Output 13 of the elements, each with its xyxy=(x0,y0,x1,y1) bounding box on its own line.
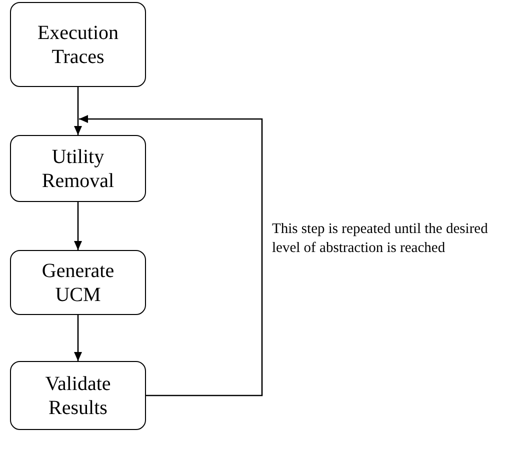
process-box xyxy=(10,135,146,202)
step-label: Generate UCM xyxy=(40,258,116,306)
step-label: Validate Results xyxy=(44,372,112,420)
arrow xyxy=(74,202,82,250)
arrow xyxy=(79,115,263,396)
step-label: Execution Traces xyxy=(36,20,120,68)
arrow xyxy=(74,87,82,135)
process-box xyxy=(10,2,146,87)
arrow xyxy=(74,315,82,361)
edge-label: This step is repeated until the desired level of abstraction is reached xyxy=(272,220,489,258)
step-label: Utility Removal xyxy=(40,144,116,192)
process-box xyxy=(10,250,146,315)
process-box xyxy=(10,361,146,430)
